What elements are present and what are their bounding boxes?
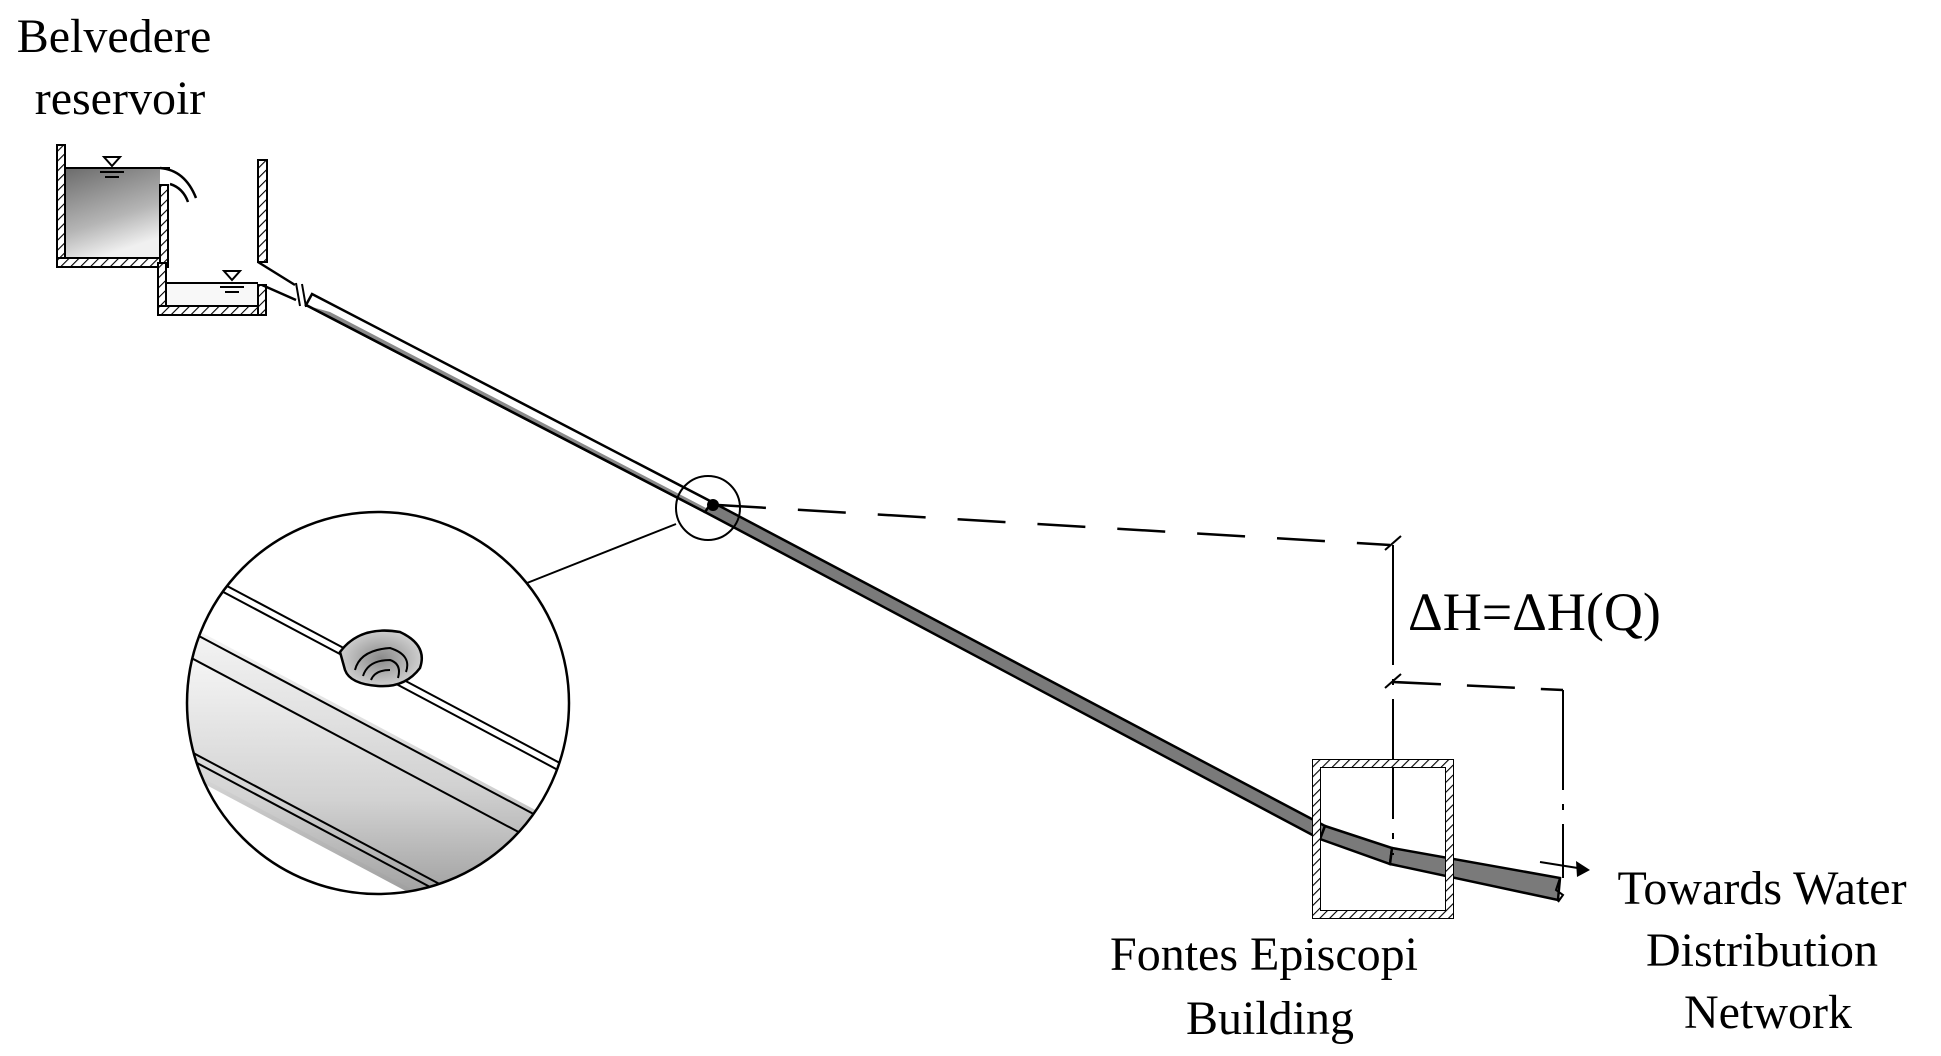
- reservoir-label: Belvedere reservoir: [17, 10, 224, 125]
- leak-detail-magnifier: [185, 475, 741, 896]
- pipeline: [304, 292, 1565, 903]
- lower-chamber: [157, 159, 307, 316]
- head-loss-lines: [717, 503, 1564, 878]
- building-label: Fontes Episcopi Building: [1110, 928, 1430, 1045]
- fontes-episcopi-building: [1312, 759, 1454, 919]
- network-label: Towards Water Distribution Network: [1617, 862, 1918, 1039]
- head-loss-label: ΔH=ΔH(Q): [1408, 582, 1661, 642]
- water-level-symbol: [100, 156, 124, 178]
- leak-hole: [338, 629, 423, 688]
- tick-mid: [1384, 673, 1402, 689]
- flow-direction-arrow: [1539, 861, 1590, 877]
- tick-top: [1384, 535, 1402, 551]
- belvedere-reservoir-tank: [56, 144, 198, 268]
- water-level-symbol-lower: [220, 270, 244, 293]
- leak-location-circle: [675, 475, 741, 541]
- leak-point: [707, 499, 719, 511]
